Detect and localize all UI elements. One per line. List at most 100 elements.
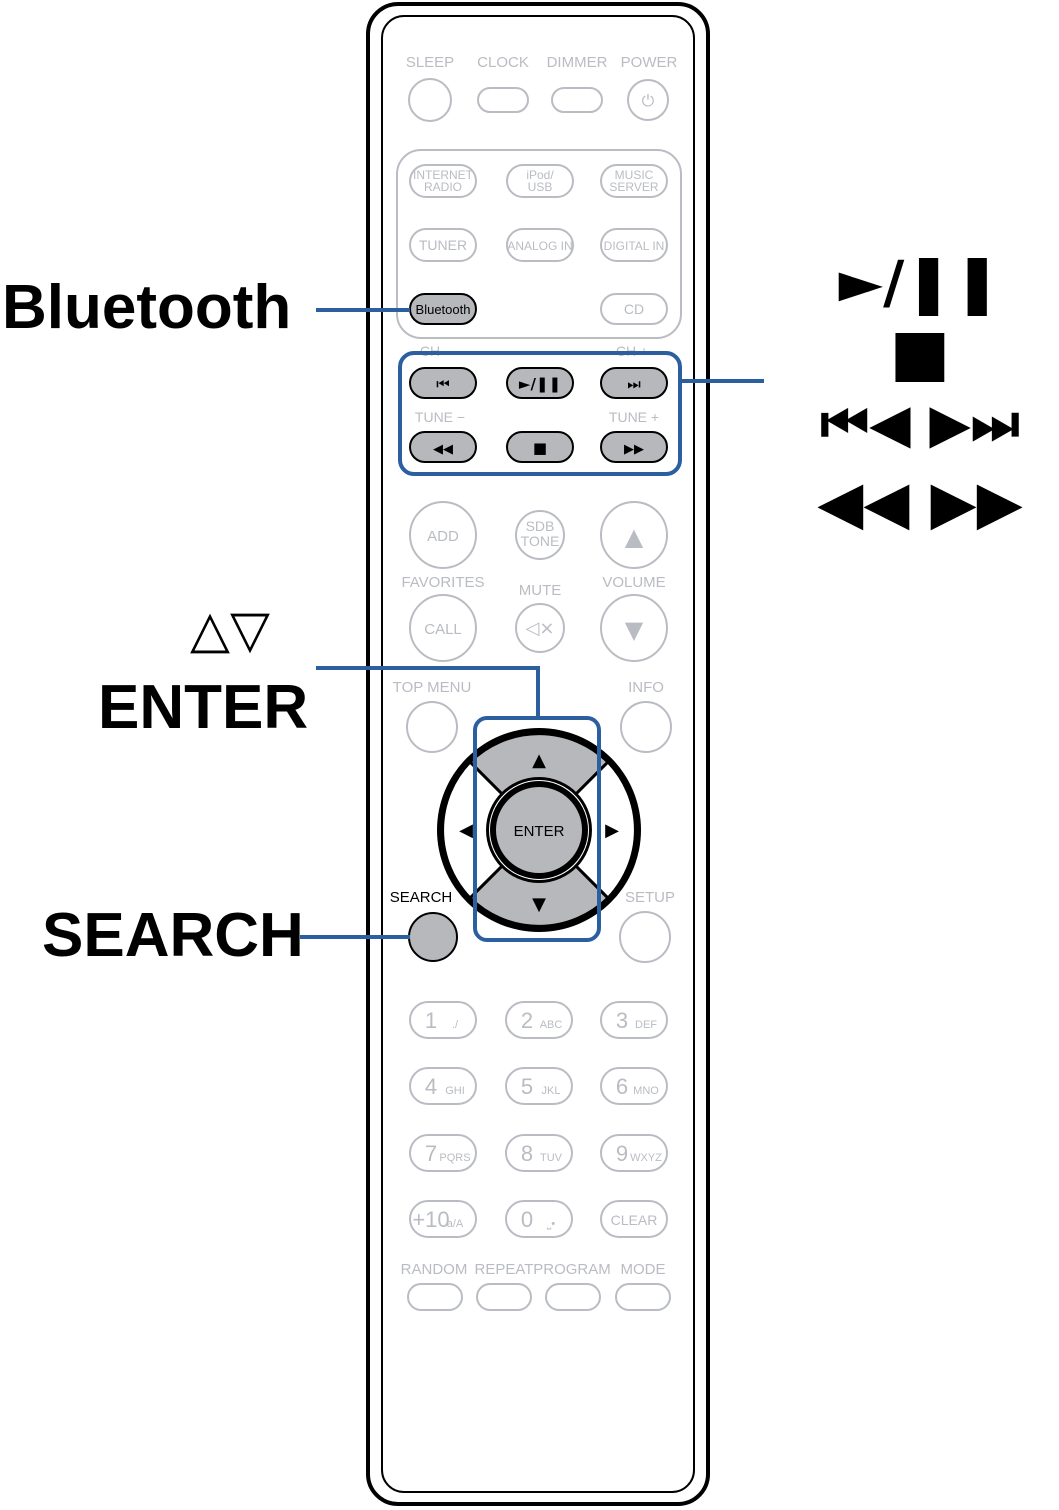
keypad-button[interactable]: [600, 1134, 668, 1172]
music-server-label-1: MUSIC: [615, 168, 654, 182]
mode-button[interactable]: [615, 1283, 671, 1311]
internet-radio-label-2: RADIO: [424, 180, 462, 194]
cd-button[interactable]: [600, 293, 668, 325]
keypad-letters: PQRS: [439, 1152, 470, 1164]
power-button[interactable]: [627, 79, 669, 121]
setup-button[interactable]: [619, 911, 671, 963]
ipod-usb-label-2: USB: [528, 180, 553, 194]
mute-button[interactable]: [515, 603, 565, 653]
keypad-letters: ABC: [540, 1019, 563, 1031]
nav-left-button[interactable]: [441, 759, 505, 901]
stop-icon: ■: [533, 439, 547, 457]
clock-button[interactable]: [477, 87, 529, 113]
mid-section: ADD SDB TONE ▲ FAVORITES MUTE VOLUME CAL…: [401, 501, 668, 662]
keypad-number: 3: [616, 1008, 628, 1033]
prev-button[interactable]: [409, 367, 477, 399]
ipod-usb-label-1: iPod/: [526, 168, 554, 182]
play-pause-button[interactable]: [506, 367, 574, 399]
nav-left-icon: ◀: [459, 820, 473, 841]
keypad-letters: MNO: [633, 1085, 659, 1097]
volume-up-icon: ▲: [625, 523, 644, 551]
info-label: INFO: [628, 679, 664, 696]
info-button[interactable]: [620, 701, 672, 753]
sleep-button[interactable]: [408, 78, 452, 122]
repeat-label: REPEAT: [475, 1261, 534, 1278]
enter-button[interactable]: [490, 781, 588, 879]
bluetooth-button-label: Bluetooth: [416, 302, 471, 317]
search-button[interactable]: [408, 912, 458, 962]
keypad-button[interactable]: [600, 1200, 668, 1238]
volume-label: VOLUME: [602, 574, 665, 591]
keypad-letters: JKL: [542, 1085, 561, 1097]
volume-up-button[interactable]: [600, 501, 668, 569]
keypad-letters: WXYZ: [630, 1152, 662, 1164]
enter-label: ENTER: [514, 823, 565, 840]
repeat-button[interactable]: [476, 1283, 532, 1311]
sdb-label: SDB: [526, 518, 555, 534]
keypad-button[interactable]: [409, 1134, 477, 1172]
nav-section: TOP MENU INFO ENTER ▲ ▼ ◀ ▶ SEARCH SETUP: [390, 679, 675, 963]
top-menu-button[interactable]: [406, 701, 458, 753]
fast-forward-button[interactable]: [600, 431, 668, 463]
digital-in-button[interactable]: [600, 228, 668, 262]
internet-radio-button[interactable]: [409, 164, 477, 198]
keypad-button[interactable]: [600, 1001, 668, 1039]
nav-up-button[interactable]: [467, 732, 611, 797]
add-label: ADD: [427, 528, 459, 545]
bottom-row: RANDOM REPEAT PROGRAM MODE: [401, 1261, 671, 1311]
callout-skip: ⏮◀ ▶⏭: [820, 392, 1020, 455]
search-label: SEARCH: [390, 889, 453, 906]
ipod-usb-button[interactable]: [506, 164, 574, 198]
top-menu-label: TOP MENU: [393, 679, 472, 696]
keypad-button[interactable]: [505, 1134, 573, 1172]
stop-button[interactable]: [506, 431, 574, 463]
tune-plus-label: TUNE +: [609, 409, 659, 425]
keypad-letters: GHI: [445, 1085, 465, 1097]
transport-group: CH − CH + ⏮ ►/❚❚ ⏭ TUNE − TUNE + ◀◀ ■ ▶▶: [398, 343, 682, 476]
rewind-button[interactable]: [409, 431, 477, 463]
keypad-button[interactable]: [505, 1067, 573, 1105]
keypad-button[interactable]: [505, 1200, 573, 1238]
nav-down-button[interactable]: [467, 863, 611, 928]
music-server-button[interactable]: [600, 164, 668, 198]
keypad-number: 0: [521, 1207, 533, 1232]
keypad-letters: TUV: [540, 1152, 563, 1164]
add-button[interactable]: [409, 501, 477, 569]
keypad-button[interactable]: [409, 1200, 477, 1238]
power-label: POWER: [621, 54, 678, 71]
dimmer-button[interactable]: [551, 87, 603, 113]
clock-label: CLOCK: [477, 54, 529, 71]
program-button[interactable]: [545, 1283, 601, 1311]
program-label: PROGRAM: [533, 1261, 611, 1278]
enter-leader-line: [316, 666, 540, 718]
volume-down-icon: ▼: [625, 616, 644, 644]
rewind-icon: ◀◀: [433, 442, 453, 457]
keypad-button[interactable]: [409, 1067, 477, 1105]
random-button[interactable]: [407, 1283, 463, 1311]
mute-label: MUTE: [519, 582, 562, 599]
keypad-button[interactable]: [600, 1067, 668, 1105]
volume-down-button[interactable]: [600, 594, 668, 662]
nav-right-button[interactable]: [573, 759, 637, 901]
source-buttons: INTERNET RADIO iPod/ USB MUSIC SERVER TU…: [409, 164, 668, 325]
callout-stop: ■: [889, 316, 951, 390]
keypad-number: 1: [425, 1008, 437, 1033]
keypad-button[interactable]: [505, 1001, 573, 1039]
analog-in-button[interactable]: [506, 228, 574, 262]
keypad-number: 6: [616, 1074, 628, 1099]
keypad-button[interactable]: [409, 1001, 477, 1039]
sdb-tone-button[interactable]: [515, 510, 565, 560]
keypad-number: 2: [521, 1008, 533, 1033]
music-server-label-2: SERVER: [609, 180, 658, 194]
keypad-letters: DEF: [635, 1019, 657, 1031]
leader-lines: [300, 308, 764, 939]
top-row: SLEEP CLOCK DIMMER POWER ⏻: [406, 54, 678, 122]
next-button[interactable]: [600, 367, 668, 399]
transport-highlight-box: [398, 351, 682, 476]
tuner-button[interactable]: [409, 228, 477, 262]
call-button[interactable]: [409, 594, 477, 662]
next-icon: ⏭: [627, 375, 641, 393]
favorites-label: FAVORITES: [401, 574, 484, 591]
internet-radio-label-1: INTERNET: [413, 168, 474, 182]
keypad-letters: a/A: [447, 1218, 464, 1230]
